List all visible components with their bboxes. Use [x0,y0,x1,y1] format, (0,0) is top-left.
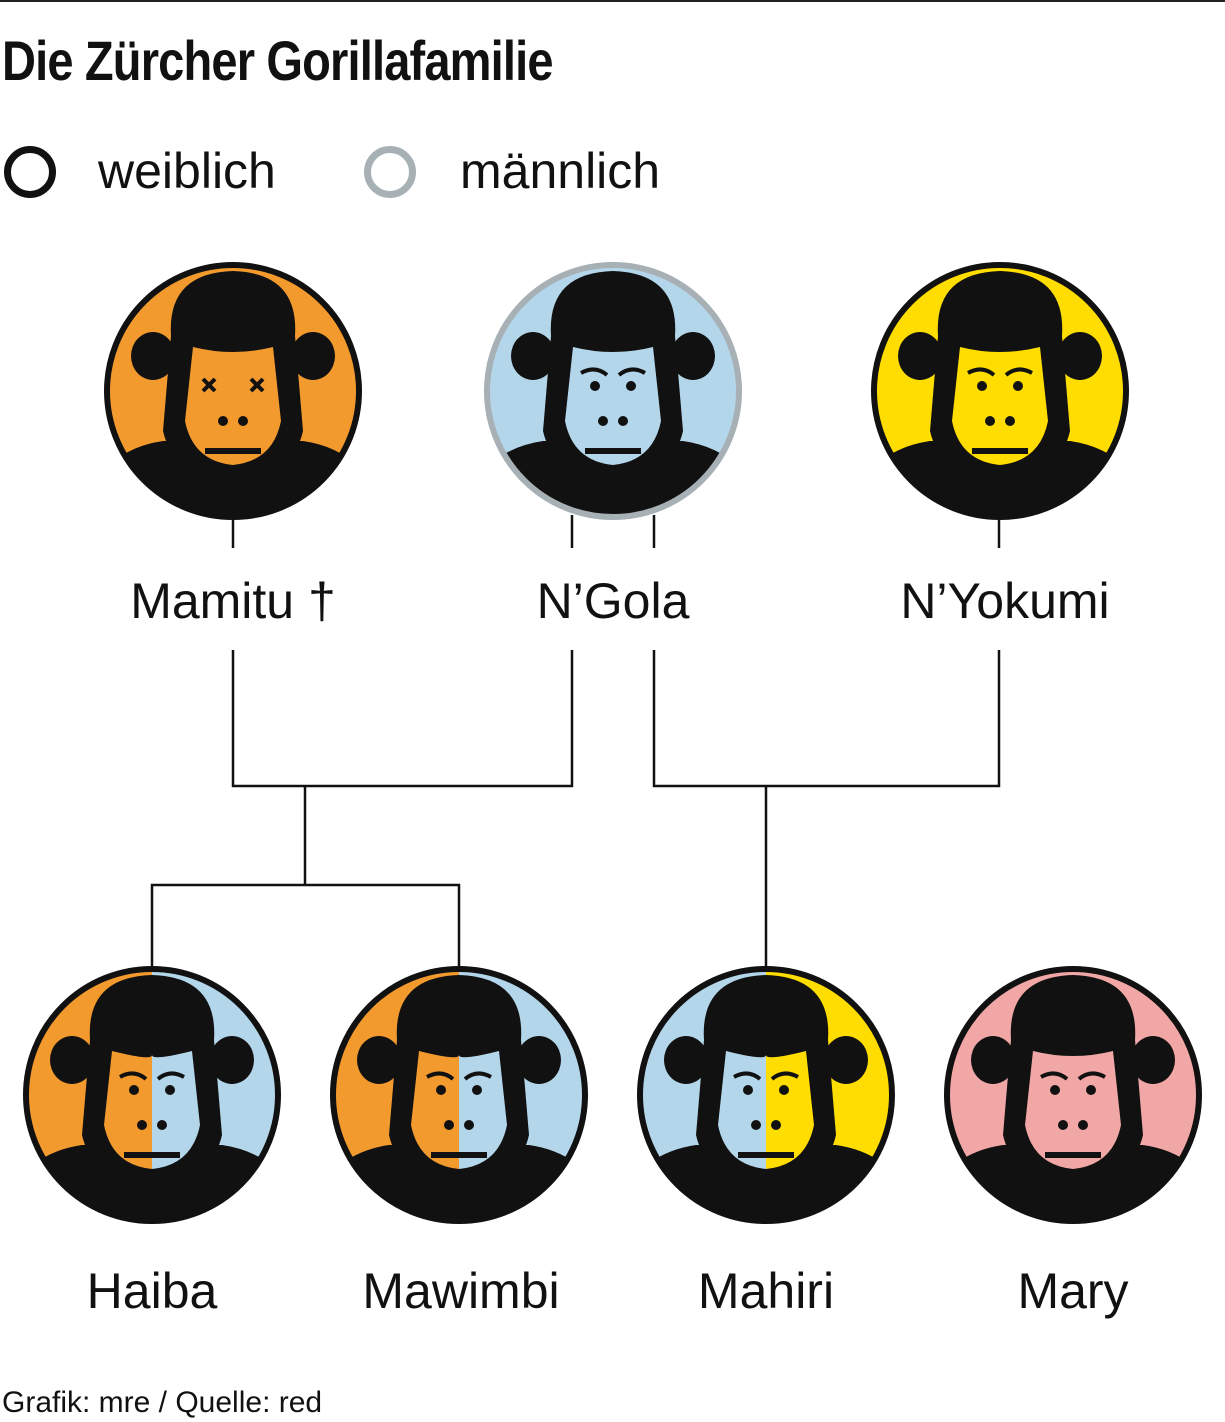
gorilla-portrait-nyokumi [871,262,1129,520]
connector-lines [150,515,1001,967]
page-title: Die Zürcher Gorillafamilie [2,29,553,92]
gorilla-portrait-mamitu [104,262,362,520]
name-mahiri: Mahiri [697,1263,835,1319]
name-mary: Mary [1017,1263,1129,1319]
name-ngola: N’Gola [536,573,690,629]
name-nyokumi: N’Yokumi [900,573,1110,629]
source-credit: Grafik: mre / Quelle: red [2,1386,323,1419]
legend-female-label: weiblich [98,143,276,199]
gorilla-portrait-mary [944,966,1202,1224]
top-rule [0,0,1225,2]
gorilla-portrait-ngola [484,262,742,520]
name-mamitu: Mamitu † [130,573,336,629]
legend-male-label: männlich [460,143,661,199]
gorilla-portrait-mahiri [637,966,895,1224]
legend-male-ring-icon [364,146,416,198]
name-mawimbi: Mawimbi [362,1263,560,1319]
gorilla-portrait-mawimbi [330,966,588,1224]
gorilla-portrait-haiba [23,966,281,1224]
legend-female-ring-icon [4,146,56,198]
name-haiba: Haiba [86,1263,218,1319]
